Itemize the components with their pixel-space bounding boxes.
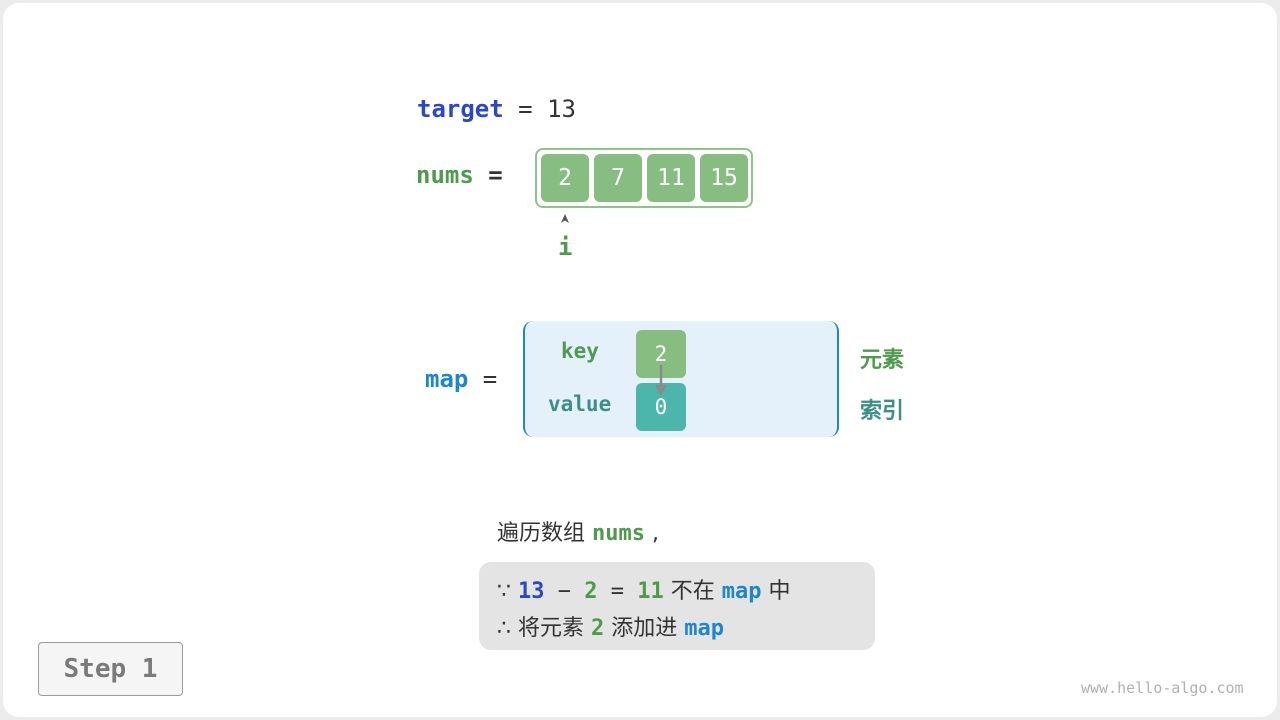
caption: 遍历数组 nums , bbox=[497, 515, 659, 547]
nums-array: 2 7 11 15 bbox=[535, 148, 753, 208]
info-map: map bbox=[721, 579, 762, 604]
target-name: target bbox=[417, 95, 504, 123]
info-add-map: map bbox=[684, 616, 724, 641]
watermark: www.hello-algo.com bbox=[1081, 679, 1244, 697]
pointer-label: i bbox=[558, 233, 573, 261]
array-cell: 7 bbox=[594, 154, 642, 202]
info-add: 将元素 bbox=[518, 616, 591, 641]
info-into: 添加进 bbox=[604, 616, 685, 641]
map-value-cell: 0 bbox=[636, 383, 686, 431]
info-num: 2 bbox=[584, 579, 598, 604]
info-line-2: ∴ 将元素 2 添加进 map bbox=[497, 610, 724, 642]
target-eq: = bbox=[503, 95, 548, 123]
info-target: 13 bbox=[518, 579, 545, 604]
info-add-num: 2 bbox=[591, 616, 605, 641]
down-arrow-icon bbox=[655, 365, 667, 396]
info-minus: − bbox=[544, 579, 585, 604]
key-side-label: 元素 bbox=[860, 348, 905, 373]
info-mid: 中 bbox=[761, 579, 791, 604]
info-line-1: ∵ 13 − 2 = 11 不在 map 中 bbox=[497, 573, 791, 605]
map-name: map bbox=[425, 365, 469, 393]
caption-comma: , bbox=[644, 521, 659, 546]
key-label: key bbox=[561, 339, 599, 363]
nums-label: nums = bbox=[416, 161, 503, 189]
info-not-in: 不在 bbox=[663, 579, 722, 604]
nums-eq: = bbox=[473, 161, 503, 189]
pointer-arrow-icon bbox=[561, 214, 569, 223]
nums-name: nums bbox=[416, 161, 474, 189]
target-line: target = 13 bbox=[417, 95, 576, 123]
canvas: target = 13 nums = 2 7 11 15 i map = key… bbox=[3, 3, 1277, 717]
array-cell: 11 bbox=[647, 154, 695, 202]
array-cell: 15 bbox=[700, 154, 748, 202]
step-button[interactable]: Step 1 bbox=[38, 642, 183, 696]
info-box: ∵ 13 − 2 = 11 不在 map 中 ∴ 将元素 2 添加进 map bbox=[479, 562, 875, 650]
caption-nums: nums bbox=[592, 521, 645, 546]
value-side-label: 索引 bbox=[860, 399, 905, 424]
info-eq: = bbox=[597, 579, 638, 604]
array-cell: 2 bbox=[541, 154, 589, 202]
map-label: map = bbox=[425, 365, 497, 393]
caption-text: 遍历数组 bbox=[497, 521, 592, 546]
map-eq: = bbox=[468, 365, 498, 393]
value-label: value bbox=[548, 392, 612, 416]
therefore-symbol: ∴ bbox=[497, 616, 518, 641]
because-symbol: ∵ bbox=[497, 579, 518, 604]
info-diff: 11 bbox=[637, 579, 664, 604]
target-value: 13 bbox=[547, 95, 576, 123]
